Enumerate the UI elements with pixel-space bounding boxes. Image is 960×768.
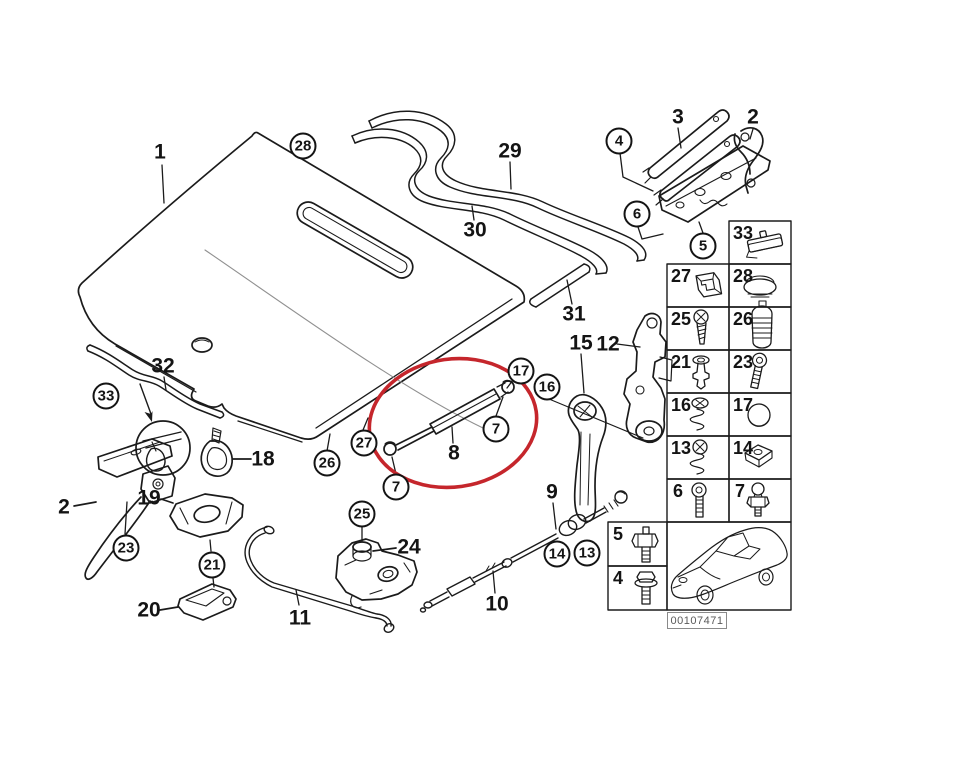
hinge-lever-15 <box>548 353 644 523</box>
callout-strip-31[interactable]: 31 <box>562 302 586 326</box>
car-thumbnail <box>670 527 788 605</box>
grid-num-28[interactable]: 28 <box>733 266 754 286</box>
expansion-rivet-icon <box>692 355 710 390</box>
callout-circled-25[interactable]: 25 <box>348 500 376 528</box>
grid-num-17[interactable]: 17 <box>733 395 754 415</box>
callout-circled-6[interactable]: 6 <box>623 200 651 228</box>
seal-strip-32 <box>86 344 225 419</box>
ball-stud-icon <box>746 482 770 517</box>
callout-seal-29[interactable]: 29 <box>498 139 522 163</box>
callout-lock-24[interactable]: 24 <box>397 535 421 559</box>
callout-cable-10[interactable]: 10 <box>485 592 509 616</box>
callout-circled-26[interactable]: 26 <box>313 449 341 477</box>
clip-nut-icon <box>744 444 773 468</box>
callout-circled-4[interactable]: 4 <box>605 127 633 155</box>
grid-num-4[interactable]: 4 <box>613 568 624 588</box>
grid-num-23[interactable]: 23 <box>733 352 754 372</box>
callout-circled-7-lower[interactable]: 7 <box>382 473 410 501</box>
callout-cable-11[interactable]: 11 <box>288 606 312 630</box>
washer-nozzle <box>191 337 213 353</box>
screw-25-icon <box>693 309 709 345</box>
callout-circled-33[interactable]: 33 <box>92 382 120 410</box>
callout-circled-16[interactable]: 16 <box>533 373 561 401</box>
bowden-cable-11 <box>244 525 395 633</box>
grid-num-6[interactable]: 6 <box>673 481 684 501</box>
hinge-assembly <box>619 109 771 240</box>
callout-circled-7-upper[interactable]: 7 <box>482 415 510 443</box>
hood-hook-18 <box>200 427 252 477</box>
grid-num-5[interactable]: 5 <box>613 524 624 544</box>
hood-vent-slot <box>296 201 414 279</box>
callout-circled-23[interactable]: 23 <box>112 534 140 562</box>
callout-bracket-12[interactable]: 12 <box>596 332 620 356</box>
callout-strip-32[interactable]: 32 <box>151 354 175 378</box>
safety-catch-19 <box>160 493 244 538</box>
diagram-code-box: 00107471 <box>667 612 727 629</box>
callout-circled-14[interactable]: 14 <box>543 540 571 568</box>
grid-num-14[interactable]: 14 <box>733 438 754 458</box>
grommet-icon <box>743 275 777 298</box>
clip-icon <box>695 272 723 298</box>
fastener-grid <box>607 220 792 611</box>
callout-hinge-2[interactable]: 2 <box>747 105 759 129</box>
grid-num-21[interactable]: 21 <box>671 352 692 372</box>
grid-num-26[interactable]: 26 <box>733 309 754 329</box>
rubber-buffer-icon <box>751 300 773 349</box>
callout-circled-13[interactable]: 13 <box>573 539 601 567</box>
callout-seal-30[interactable]: 30 <box>463 218 487 242</box>
callout-catch-19[interactable]: 19 <box>137 486 161 510</box>
torx-bolt-23-icon <box>750 352 768 390</box>
cable-10 <box>419 558 513 613</box>
callout-hook-18[interactable]: 18 <box>251 447 275 471</box>
grid-num-16[interactable]: 16 <box>671 395 692 415</box>
diagram-code-text: 00107471 <box>670 614 724 627</box>
hood-lock-24 <box>335 526 418 609</box>
callout-bracket-20[interactable]: 20 <box>137 598 161 622</box>
callout-circled-28[interactable]: 28 <box>289 132 317 160</box>
bracket-20 <box>159 539 237 621</box>
cap-17-icon <box>747 403 771 427</box>
grid-num-13[interactable]: 13 <box>671 438 692 458</box>
seal-profile-detail <box>135 383 191 476</box>
callout-gas-strut-8[interactable]: 8 <box>448 441 460 465</box>
callout-rod-9[interactable]: 9 <box>546 480 558 504</box>
leader-lines <box>161 161 573 391</box>
grid-num-7[interactable]: 7 <box>735 481 746 501</box>
release-rod-9 <box>510 490 628 563</box>
screw-13-icon <box>689 439 708 475</box>
hood-panel <box>77 131 526 443</box>
hinge-bracket-12 <box>616 312 673 444</box>
seal-strip-29 <box>368 110 647 262</box>
grid-num-27[interactable]: 27 <box>671 266 692 286</box>
grid-num-33[interactable]: 33 <box>733 223 754 243</box>
grid-num-25[interactable]: 25 <box>671 309 692 329</box>
seal-strip-30 <box>351 128 608 275</box>
callout-lever-2[interactable]: 2 <box>58 495 70 519</box>
callout-circled-21[interactable]: 21 <box>198 551 226 579</box>
torx-bolt-6-icon <box>691 482 707 518</box>
flange-screw-icon <box>634 571 658 605</box>
stud-bolt-icon <box>631 526 659 563</box>
callout-lever-15[interactable]: 15 <box>569 331 593 355</box>
callout-circled-27[interactable]: 27 <box>350 429 378 457</box>
buffer-plate-icon <box>746 230 784 259</box>
callout-circled-5[interactable]: 5 <box>689 232 717 260</box>
seal-strip-31 <box>529 263 591 308</box>
screw-16-icon <box>689 397 709 431</box>
callout-hood[interactable]: 1 <box>154 140 166 164</box>
callout-circled-17[interactable]: 17 <box>507 357 535 385</box>
callout-strip-3[interactable]: 3 <box>672 105 684 129</box>
